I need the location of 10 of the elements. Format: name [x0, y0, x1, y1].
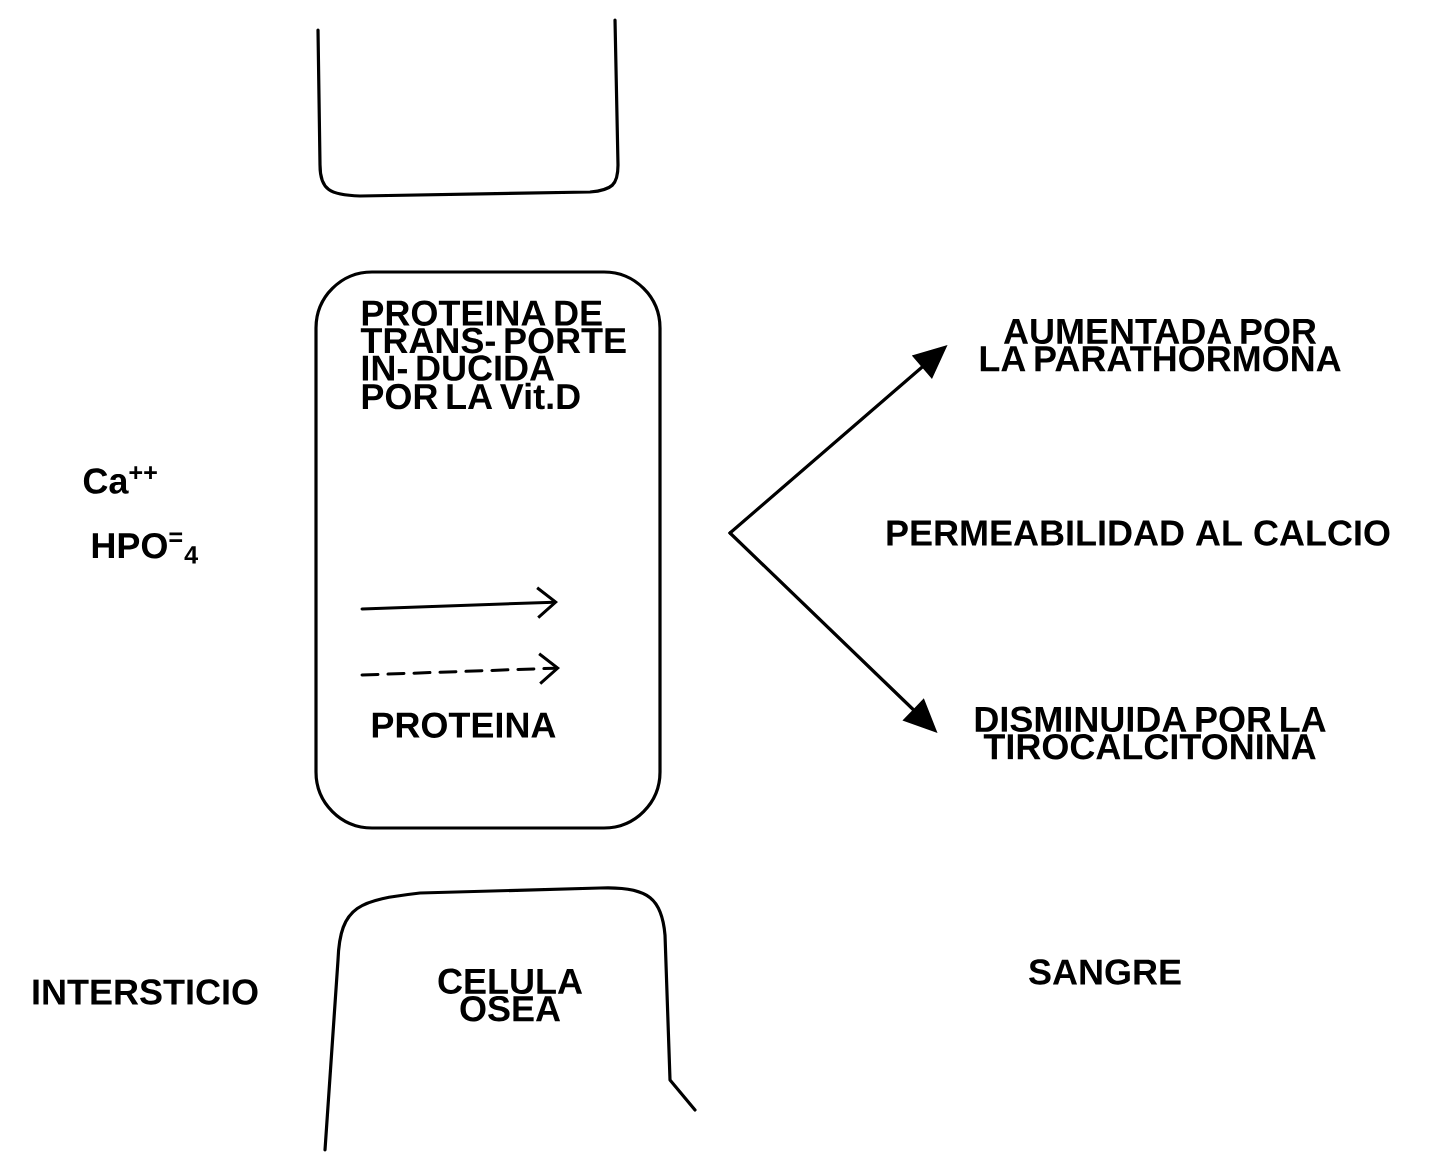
text-label: DISMINUIDA POR LA TIROCALCITONINA — [975, 706, 1326, 760]
cell-drawing: CELULA OSEA — [323, 886, 697, 1152]
text-label: SANGRE — [1029, 959, 1181, 985]
text-label: HPO$^{=}$4 — [92, 532, 198, 564]
text-label: INTERSTICIO — [33, 979, 258, 1005]
text-label: PERMEABILIDAD AL CALCIO — [887, 520, 1390, 546]
cell-drawing — [316, 18, 620, 198]
text-label: Ca$^{++}$ — [83, 466, 157, 494]
text-label: AUMENTADA POR LA PARATHORMONA — [980, 318, 1341, 372]
cell-box: PROTEINA DE TRANS- PORTE IN- DUCIDA POR LA Vit.D PROTEINA — [314, 270, 662, 830]
